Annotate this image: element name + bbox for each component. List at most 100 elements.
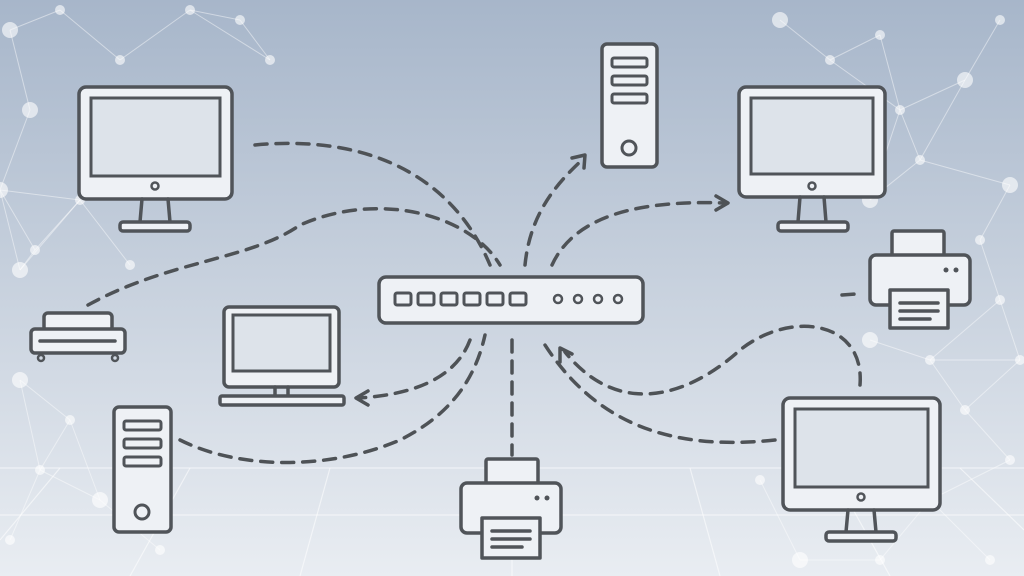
- mesh-node: [2, 22, 18, 38]
- mesh-link: [919, 159, 1011, 186]
- mesh-link: [829, 34, 881, 61]
- mesh-link: [879, 34, 901, 111]
- mesh-node: [995, 15, 1005, 25]
- mesh-link: [929, 359, 966, 411]
- mesh-node: [875, 30, 885, 40]
- connection-router-left: [86, 206, 502, 307]
- mesh-node: [755, 475, 765, 485]
- tower-top[interactable]: [600, 42, 659, 169]
- mesh-link: [19, 199, 81, 271]
- mesh-link: [829, 59, 901, 111]
- mesh-node: [185, 5, 195, 15]
- mesh-node: [792, 552, 808, 568]
- mesh-node: [895, 105, 905, 115]
- mesh-link: [979, 239, 1001, 301]
- connections: [86, 141, 862, 465]
- switch-leds: [552, 293, 624, 305]
- mesh-node: [155, 545, 165, 555]
- mesh-node: [915, 155, 925, 165]
- mesh-link: [929, 299, 1001, 361]
- mesh-node: [985, 555, 995, 565]
- mesh-link: [964, 19, 1001, 81]
- mesh-node: [875, 555, 885, 565]
- mesh-node: [5, 535, 15, 545]
- tower-bottom-left[interactable]: [112, 405, 173, 534]
- mesh-node: [1002, 177, 1018, 193]
- arrow-switch-a: [558, 346, 574, 364]
- mesh-link: [999, 299, 1021, 361]
- mesh-link: [964, 359, 1021, 411]
- mesh-node: [92, 492, 108, 508]
- mesh-node: [235, 15, 245, 25]
- mesh-node: [772, 12, 788, 28]
- mesh-link: [899, 109, 921, 161]
- mesh-node: [12, 262, 28, 278]
- arrow-monitor-top-right: [714, 194, 730, 212]
- power-button-icon: [856, 492, 866, 502]
- mesh-node: [265, 55, 275, 65]
- mesh-link: [929, 499, 991, 561]
- switch-ports: [393, 291, 528, 307]
- monitor-top-left[interactable]: [77, 85, 234, 233]
- mesh-link: [19, 379, 71, 421]
- mesh-link: [34, 199, 81, 251]
- mesh-node: [957, 72, 973, 88]
- mesh-link: [964, 409, 1011, 461]
- connection-monitor-bottom-right-a: [563, 324, 862, 396]
- connection-tower-top: [523, 158, 584, 267]
- power-button-icon: [807, 181, 817, 191]
- mesh-link: [869, 339, 931, 361]
- mesh-link: [0, 189, 36, 251]
- mesh-node: [125, 260, 135, 270]
- mesh-link: [979, 184, 1011, 241]
- mesh-node: [1015, 355, 1024, 365]
- mesh-link: [929, 459, 1011, 501]
- power-button-icon: [133, 503, 151, 521]
- router-left[interactable]: [29, 311, 127, 363]
- arrow-workstation: [354, 389, 370, 407]
- mesh-link: [0, 109, 31, 191]
- power-button-icon: [620, 139, 638, 157]
- network-switch[interactable]: [377, 275, 645, 325]
- workstation-middle-left[interactable]: [218, 305, 346, 407]
- mesh-node: [0, 182, 8, 198]
- mesh-link: [9, 29, 31, 111]
- mesh-link: [9, 469, 41, 541]
- mesh-link: [59, 9, 121, 61]
- connection-tower-bottom-left: [178, 333, 487, 465]
- mesh-link: [779, 19, 831, 61]
- mesh-link: [759, 479, 801, 561]
- mesh-node: [960, 405, 970, 415]
- printer-right[interactable]: [868, 229, 972, 330]
- mesh-link: [79, 199, 131, 266]
- monitor-bottom-right[interactable]: [781, 396, 942, 543]
- mesh-node: [22, 102, 38, 118]
- mesh-link: [39, 419, 71, 471]
- mesh-link: [189, 9, 241, 21]
- connection-printer-right: [840, 292, 857, 297]
- mesh-link: [19, 379, 41, 471]
- mesh-link: [39, 469, 101, 501]
- mesh-link: [119, 9, 191, 61]
- mesh-link: [899, 79, 966, 111]
- mesh-link: [0, 189, 21, 271]
- mesh-node: [1005, 455, 1015, 465]
- printer-bottom[interactable]: [459, 457, 563, 560]
- mesh-link: [9, 9, 61, 31]
- connection-workstation: [356, 338, 472, 400]
- connection-monitor-top-right: [550, 200, 727, 267]
- mesh-link: [69, 419, 101, 501]
- mesh-node: [30, 245, 40, 255]
- mesh-node: [995, 295, 1005, 305]
- connection-monitor-bottom-right-b: [543, 343, 777, 445]
- mesh-node: [12, 372, 28, 388]
- monitor-top-right[interactable]: [737, 85, 887, 233]
- mesh-node: [55, 5, 65, 15]
- mesh-link: [189, 9, 271, 61]
- mesh-link: [0, 189, 81, 201]
- mesh-link: [239, 19, 271, 61]
- mesh-node: [975, 235, 985, 245]
- mesh-node: [825, 55, 835, 65]
- mesh-link: [919, 79, 966, 161]
